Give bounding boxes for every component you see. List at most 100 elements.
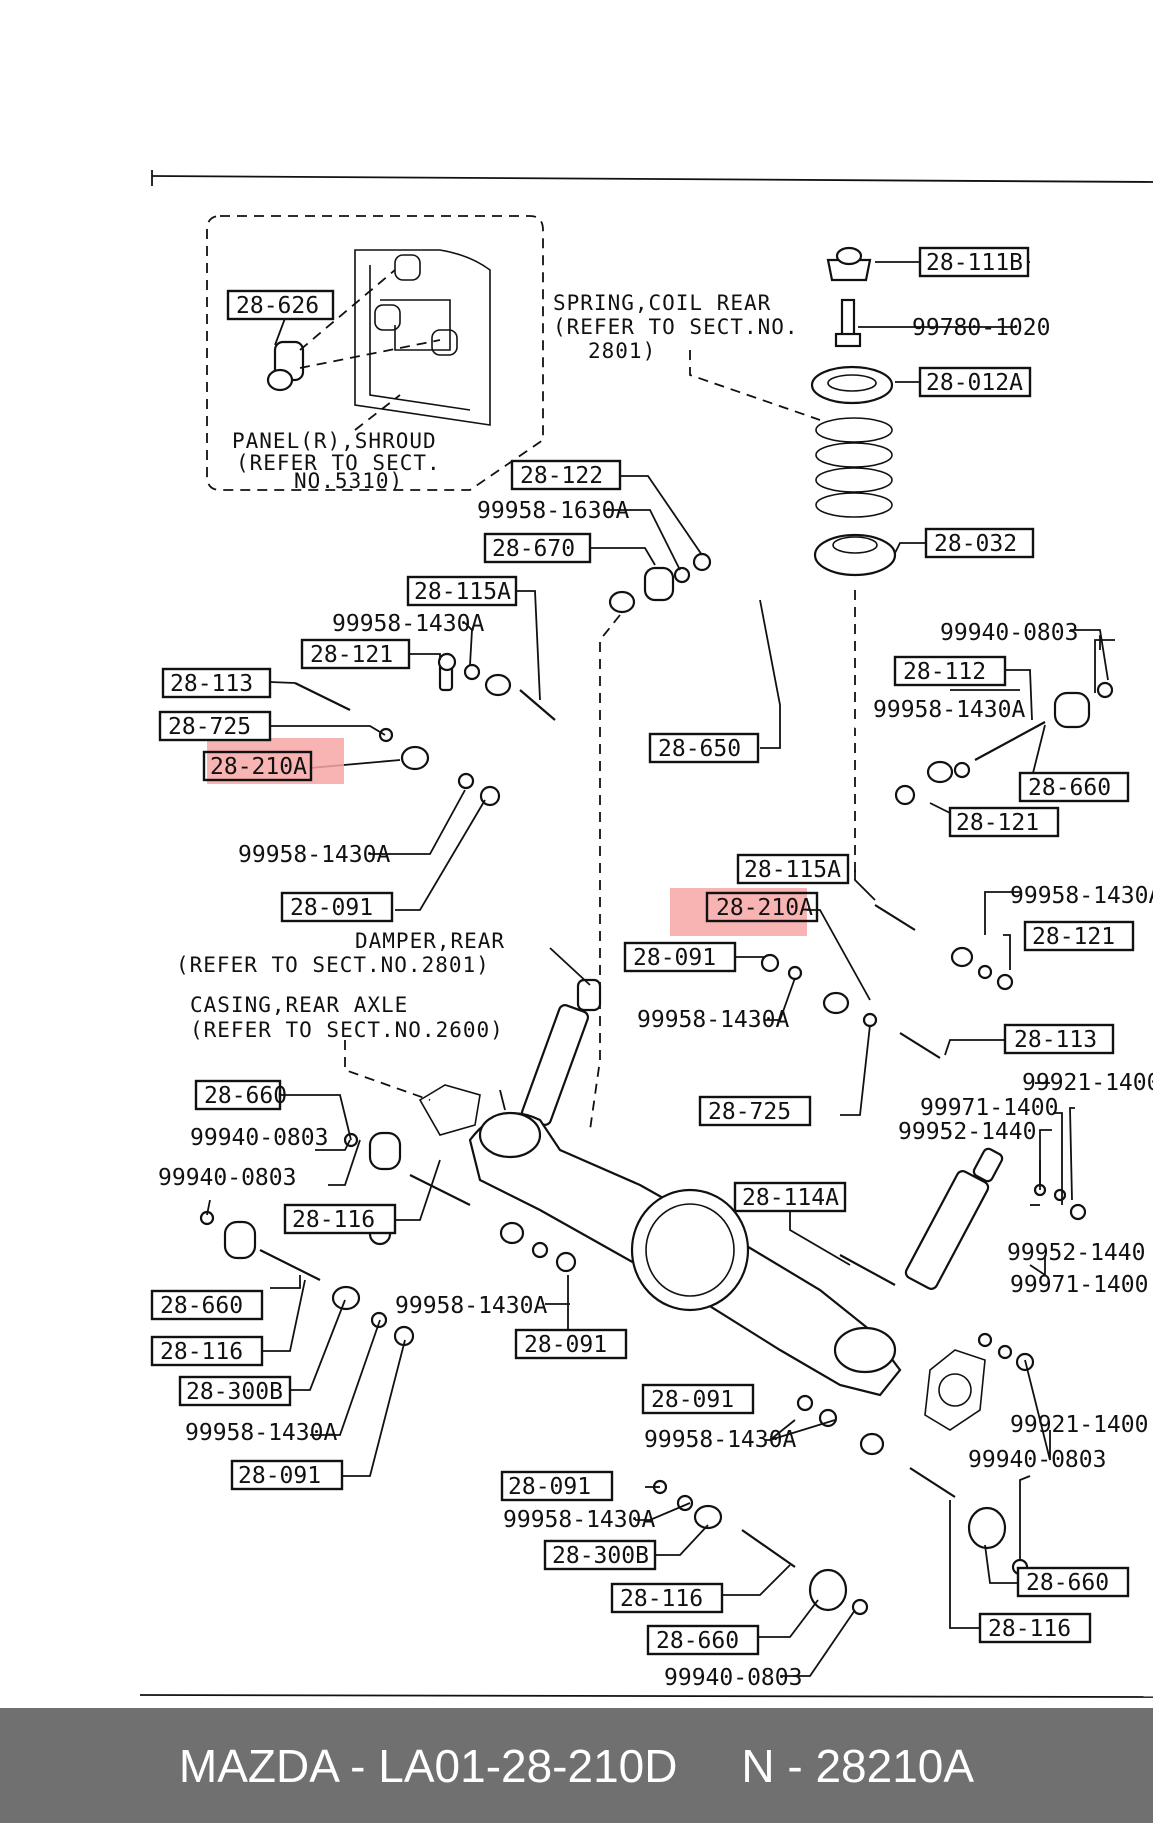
lower-arm-left — [331, 1221, 525, 1311]
callout-28-121-a[interactable]: 28-121 — [300, 638, 411, 670]
callout-99958-1430A-b[interactable]: 99958-1430A — [873, 697, 1025, 723]
callout-28-116-b[interactable]: 28-116 — [150, 1335, 264, 1367]
part-number-footer: MAZDA - LA01-28-210D N - 28210A — [0, 1708, 1153, 1823]
callout-28-650[interactable]: 28-650 — [648, 732, 760, 764]
svg-text:28-112: 28-112 — [903, 659, 986, 685]
callout-99958-1430A-g[interactable]: 99958-1430A — [185, 1420, 337, 1446]
callout-99958-1430A-d[interactable]: 99958-1430A — [1010, 883, 1153, 909]
svg-text:99958-1430A: 99958-1430A — [238, 842, 390, 868]
callout-28-114A[interactable]: 28-114A — [733, 1181, 847, 1213]
svg-text:28-113: 28-113 — [1014, 1027, 1097, 1053]
callout-99958-1430A-e[interactable]: 99958-1430A — [637, 1007, 789, 1033]
callout-28-111B[interactable]: 28-111B — [918, 246, 1030, 278]
svg-text:NO.5310): NO.5310) — [294, 469, 403, 493]
svg-text:28-725: 28-725 — [168, 714, 251, 740]
callout-99940-0803-a[interactable]: 99940-0803 — [940, 620, 1078, 646]
callout-99940-0803-b[interactable]: 99940-0803 — [190, 1125, 328, 1151]
svg-text:28-116: 28-116 — [160, 1339, 243, 1365]
callout-28-113-a[interactable]: 28-113 — [161, 667, 272, 699]
svg-text:28-660: 28-660 — [1028, 775, 1111, 801]
callout-28-210A-b[interactable]: 28-210A — [705, 891, 819, 923]
svg-text:99940-0803: 99940-0803 — [190, 1125, 328, 1151]
callout-99952-1440-b[interactable]: 99952-1440 — [1007, 1240, 1145, 1266]
svg-text:99958-1430A: 99958-1430A — [503, 1507, 655, 1533]
callout-99940-0803-d[interactable]: 99940-0803 — [968, 1447, 1106, 1473]
callout-99971-1400-b[interactable]: 99971-1400 — [1010, 1272, 1148, 1298]
callout-28-116-a[interactable]: 28-116 — [283, 1203, 397, 1235]
callout-99952-1440-a[interactable]: 99952-1440 — [898, 1119, 1036, 1145]
svg-text:99921-1400: 99921-1400 — [1010, 1412, 1148, 1438]
callout-28-121-b[interactable]: 28-121 — [948, 806, 1060, 838]
shroud-panel-drawing — [354, 249, 491, 426]
callout-28-725-a[interactable]: 28-725 — [158, 710, 272, 742]
callout-28-660-d[interactable]: 28-660 — [1016, 1566, 1130, 1598]
svg-text:CASING,REAR AXLE: CASING,REAR AXLE — [190, 993, 408, 1017]
callout-28-660-e[interactable]: 28-660 — [646, 1624, 760, 1656]
highlight-28-210A-right — [670, 888, 807, 936]
svg-text:99952-1440: 99952-1440 — [898, 1119, 1036, 1145]
svg-text:28-660: 28-660 — [656, 1628, 739, 1654]
svg-text:99952-1440: 99952-1440 — [1007, 1240, 1145, 1266]
callout-28-091-f[interactable]: 28-091 — [500, 1470, 614, 1502]
callout-99940-0803-c[interactable]: 99940-0803 — [158, 1165, 296, 1191]
svg-text:28-116: 28-116 — [292, 1207, 375, 1233]
svg-text:99971-1400: 99971-1400 — [920, 1095, 1058, 1121]
callout-99958-1430A-i[interactable]: 99958-1430A — [503, 1507, 655, 1533]
callout-99940-0803-e[interactable]: 99940-0803 — [664, 1665, 802, 1691]
callout-28-115A-mid[interactable]: 28-115A — [736, 853, 850, 885]
callout-99780-1020[interactable]: 99780-1020 — [912, 315, 1050, 341]
svg-text:28-121: 28-121 — [310, 642, 393, 668]
svg-text:99958-1430A: 99958-1430A — [395, 1293, 547, 1319]
callout-99958-1430A-c[interactable]: 99958-1430A — [238, 842, 390, 868]
callout-99958-1430A-h[interactable]: 99958-1430A — [644, 1427, 796, 1453]
callout-28-032[interactable]: 28-032 — [924, 527, 1035, 559]
callout-99958-1430A-a[interactable]: 99958-1430A — [332, 611, 484, 637]
callout-28-121-c[interactable]: 28-121 — [1023, 920, 1135, 952]
callout-28-113-b[interactable]: 28-113 — [1003, 1023, 1115, 1055]
callout-28-091-e[interactable]: 28-091 — [230, 1459, 344, 1491]
upper-arm-left — [400, 660, 512, 771]
svg-text:28-012A: 28-012A — [926, 370, 1023, 396]
callout-28-660-a[interactable]: 28-660 — [1018, 771, 1130, 803]
diagram-svg: 28-626 28-111B 99780-1020 28-012A 28-122… — [139, 170, 1153, 1698]
svg-text:28-091: 28-091 — [651, 1387, 734, 1413]
svg-text:(REFER TO SECT.NO.2600): (REFER TO SECT.NO.2600) — [190, 1018, 504, 1042]
callout-99958-1430A-f[interactable]: 99958-1430A — [395, 1293, 547, 1319]
callout-28-210A-a[interactable]: 28-210A — [202, 750, 313, 782]
callout-28-116-c[interactable]: 28-116 — [610, 1582, 724, 1614]
svg-text:99958-1430A: 99958-1430A — [185, 1420, 337, 1446]
svg-text:99940-0803: 99940-0803 — [664, 1665, 802, 1691]
callout-28-115A-top[interactable]: 28-115A — [406, 575, 518, 607]
callout-28-091-b[interactable]: 28-091 — [623, 941, 737, 973]
callout-28-116-d[interactable]: 28-116 — [978, 1612, 1092, 1644]
svg-text:28-650: 28-650 — [658, 736, 741, 762]
callout-28-725-b[interactable]: 28-725 — [698, 1095, 812, 1127]
svg-text:28-091: 28-091 — [238, 1463, 321, 1489]
callout-99921-1400-a[interactable]: 99921-1400 — [1022, 1070, 1153, 1096]
svg-text:99958-1430A: 99958-1430A — [1010, 883, 1153, 909]
bolt-99780-1020 — [834, 298, 862, 348]
svg-text:99971-1400: 99971-1400 — [1010, 1272, 1148, 1298]
callout-28-091-c[interactable]: 28-091 — [514, 1328, 628, 1360]
callout-28-112[interactable]: 28-112 — [893, 655, 1007, 687]
callout-28-122[interactable]: 28-122 — [510, 459, 622, 491]
callout-28-670[interactable]: 28-670 — [483, 532, 592, 564]
callout-99971-1400-a[interactable]: 99971-1400 — [920, 1095, 1058, 1121]
callout-28-091-d[interactable]: 28-091 — [641, 1383, 755, 1415]
callout-28-626[interactable]: 28-626 — [226, 289, 335, 321]
callout-99958-1630A[interactable]: 99958-1630A — [477, 498, 629, 524]
svg-text:28-111B: 28-111B — [926, 250, 1023, 276]
note-panel-shroud: PANEL(R),SHROUD (REFER TO SECT. NO.5310) — [232, 429, 440, 493]
bushing-28-670 — [643, 566, 675, 602]
note-damper-rear: DAMPER,REAR (REFER TO SECT.NO.2801) — [176, 929, 504, 977]
note-spring-coil-rear: SPRING,COIL REAR (REFER TO SECT.NO. 2801… — [553, 291, 798, 363]
callout-28-091-a[interactable]: 28-091 — [280, 891, 394, 923]
callout-28-300B-a[interactable]: 28-300B — [178, 1375, 292, 1407]
callout-28-660-b[interactable]: 28-660 — [194, 1079, 287, 1111]
callout-28-660-c[interactable]: 28-660 — [150, 1289, 264, 1321]
callout-99921-1400-b[interactable]: 99921-1400 — [1010, 1412, 1148, 1438]
callout-28-012A[interactable]: 28-012A — [918, 366, 1032, 398]
callout-28-300B-b[interactable]: 28-300B — [543, 1539, 657, 1571]
bottom-border — [139, 1694, 1153, 1698]
